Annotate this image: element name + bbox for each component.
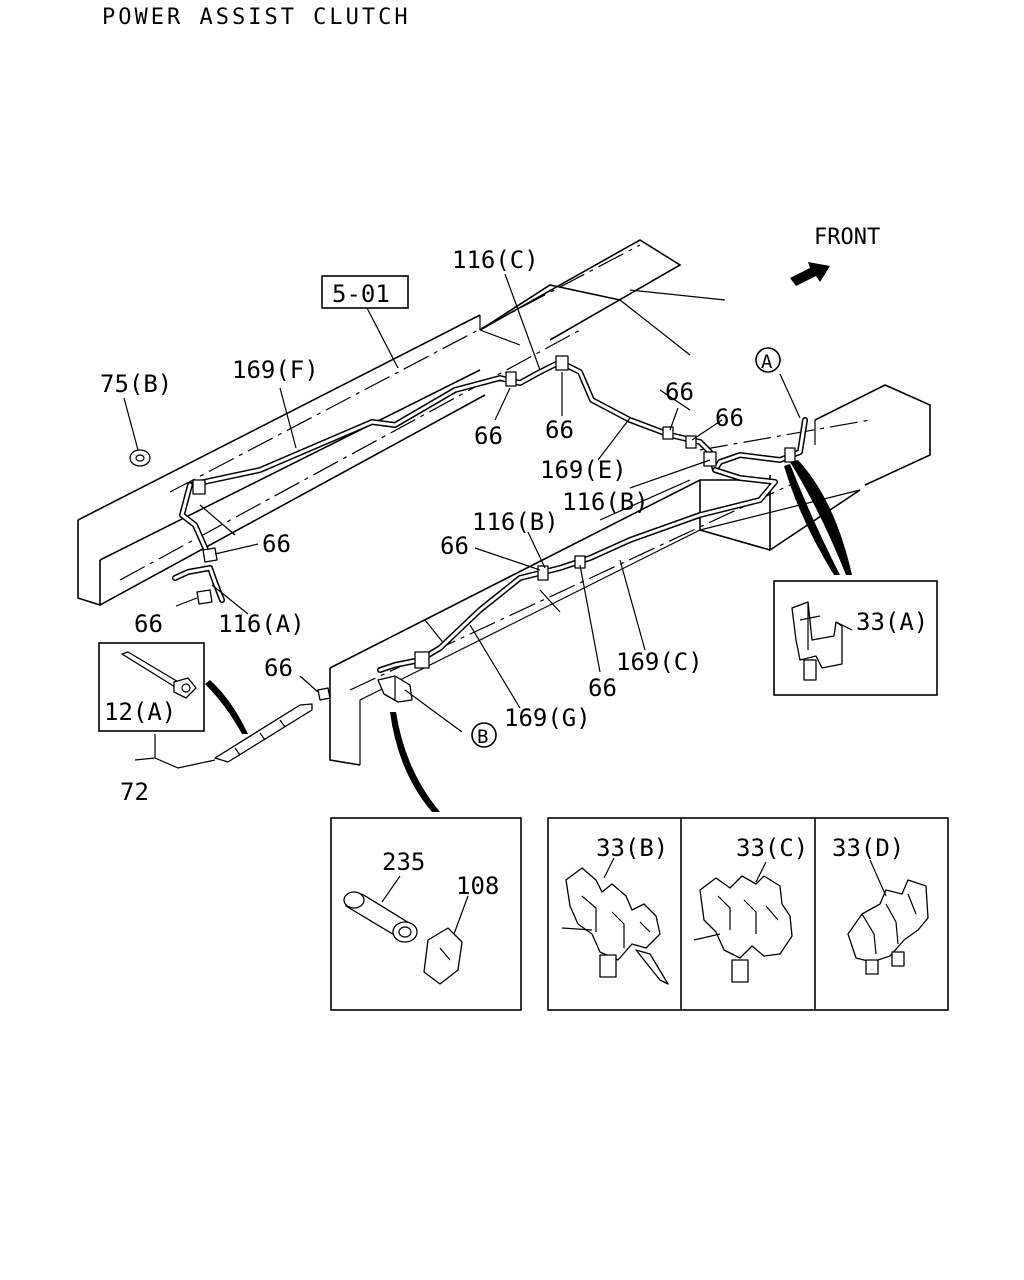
callout-66-c: 66 (665, 378, 694, 406)
callout-66-h: 66 (264, 654, 293, 682)
tube-clips (192, 355, 796, 701)
front-label: FRONT (814, 225, 880, 250)
callout-66-d: 66 (715, 404, 744, 432)
callout-169f: 169(F) (232, 356, 319, 384)
callout-75b: 75(B) (100, 370, 172, 398)
callout-5-01: 5-01 (332, 280, 390, 308)
callout-33c: 33(C) (736, 834, 808, 862)
detail-box-33a: 33(A) (773, 580, 938, 696)
callout-169g: 169(G) (504, 704, 591, 732)
fitting-b (377, 675, 413, 703)
callout-66-e: 66 (262, 530, 291, 558)
callout-169c: 169(C) (616, 648, 703, 676)
circle-marker-a (755, 347, 781, 373)
detail-box-235-108: 235 108 (330, 817, 522, 1011)
detail-box-33bcd: 33(B) 33(C) 33(D) (547, 817, 949, 1011)
front-arrow-icon (790, 262, 830, 286)
callout-116b-mid: 116(B) (472, 508, 559, 536)
detail-box-12a: 12(A) (98, 642, 205, 732)
callout-33a: 33(A) (856, 608, 928, 636)
nut-75b (129, 449, 151, 467)
page-title: POWER ASSIST CLUTCH (102, 5, 411, 30)
callout-116a: 116(A) (218, 610, 305, 638)
callout-66-a: 66 (474, 422, 503, 450)
callout-12a: 12(A) (104, 698, 176, 726)
pushrod-72 (214, 703, 313, 763)
reference-box-5-01 (321, 275, 409, 309)
callout-66-b: 66 (545, 416, 574, 444)
callout-66-g: 66 (134, 610, 163, 638)
leader-lines (123, 273, 801, 769)
circle-label-a: A (761, 351, 773, 373)
detail-pointers (205, 460, 852, 812)
callout-72: 72 (120, 778, 149, 806)
circle-marker-b (471, 722, 497, 748)
callout-235: 235 (382, 848, 425, 876)
callout-33b: 33(B) (596, 834, 668, 862)
callout-108: 108 (456, 872, 499, 900)
circle-label-b: B (477, 726, 488, 748)
callout-66-f: 66 (440, 532, 469, 560)
callout-66-i: 66 (588, 674, 617, 702)
callout-116b-top: 116(B) (562, 488, 649, 516)
callout-116c: 116(C) (452, 246, 539, 274)
callout-33d: 33(D) (832, 834, 904, 862)
callout-labels: 5-01 75(B) 169(F) 116(C) 66 66 66 66 169… (100, 246, 781, 806)
callout-169e: 169(E) (540, 456, 627, 484)
